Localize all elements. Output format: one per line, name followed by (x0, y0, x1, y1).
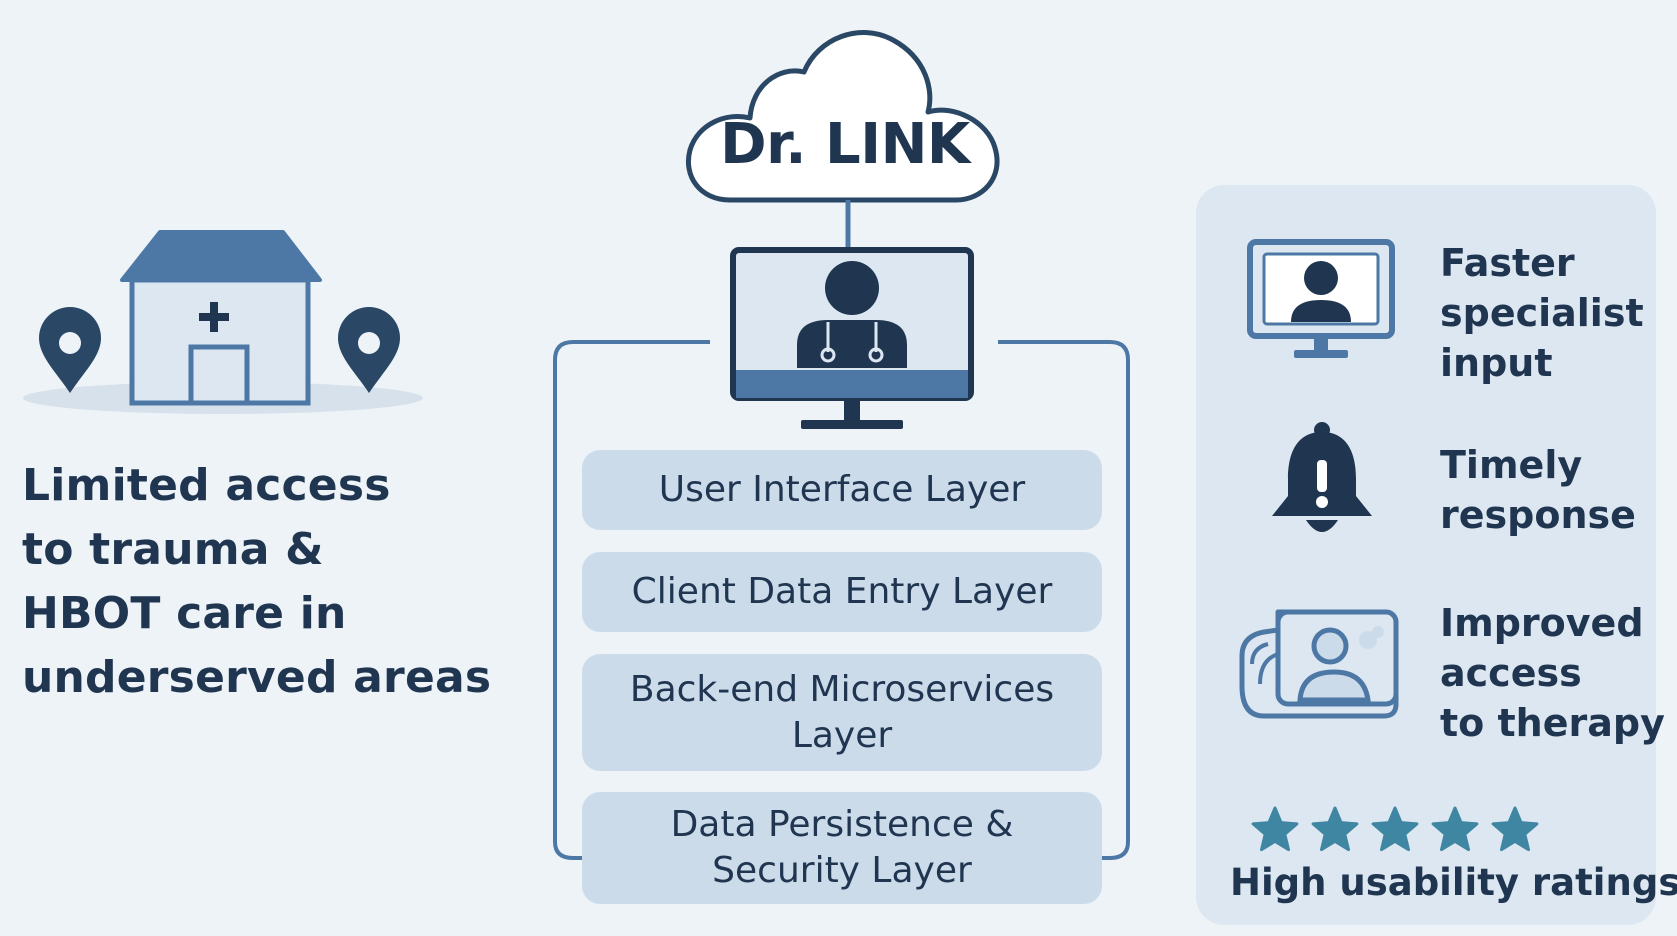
benefit-improved-access-to-therapy: Improved access to therapy (1440, 601, 1665, 745)
platform-frame (998, 340, 1130, 860)
layer-client-data-entry: Client Data Entry Layer (582, 552, 1102, 632)
star-icon (1311, 806, 1359, 852)
cloud-icon (686, 30, 1000, 203)
benefit-faster-specialist-input: Faster specialist input (1440, 241, 1644, 385)
rating-label: High usability ratings (1230, 861, 1677, 904)
video-consult-monitor-icon (1247, 239, 1395, 358)
benefit-timely-response: Timely response (1440, 443, 1636, 537)
hyperbaric-chamber-icon (1239, 609, 1399, 719)
layer-backend-microservices: Back-end Microservices Layer (582, 654, 1102, 771)
layer-data-persistence-security: Data Persistence & Security Layer (582, 792, 1102, 904)
star-icon (1491, 806, 1539, 852)
telemedicine-doctor-monitor-icon (730, 247, 974, 429)
problem-statement: Limited access to trauma & HBOT care in … (22, 460, 492, 703)
location-pin-icon (39, 307, 101, 393)
location-pin-icon (338, 307, 400, 393)
alert-bell-icon (1272, 422, 1372, 532)
layer-user-interface: User Interface Layer (582, 450, 1102, 530)
platform-frame (553, 340, 710, 860)
rating-stars (1251, 806, 1539, 852)
star-icon (1251, 806, 1299, 852)
star-icon (1431, 806, 1479, 852)
platform-name: Dr. LINK (720, 111, 970, 177)
star-icon (1371, 806, 1419, 852)
hospital-icon (120, 230, 322, 406)
